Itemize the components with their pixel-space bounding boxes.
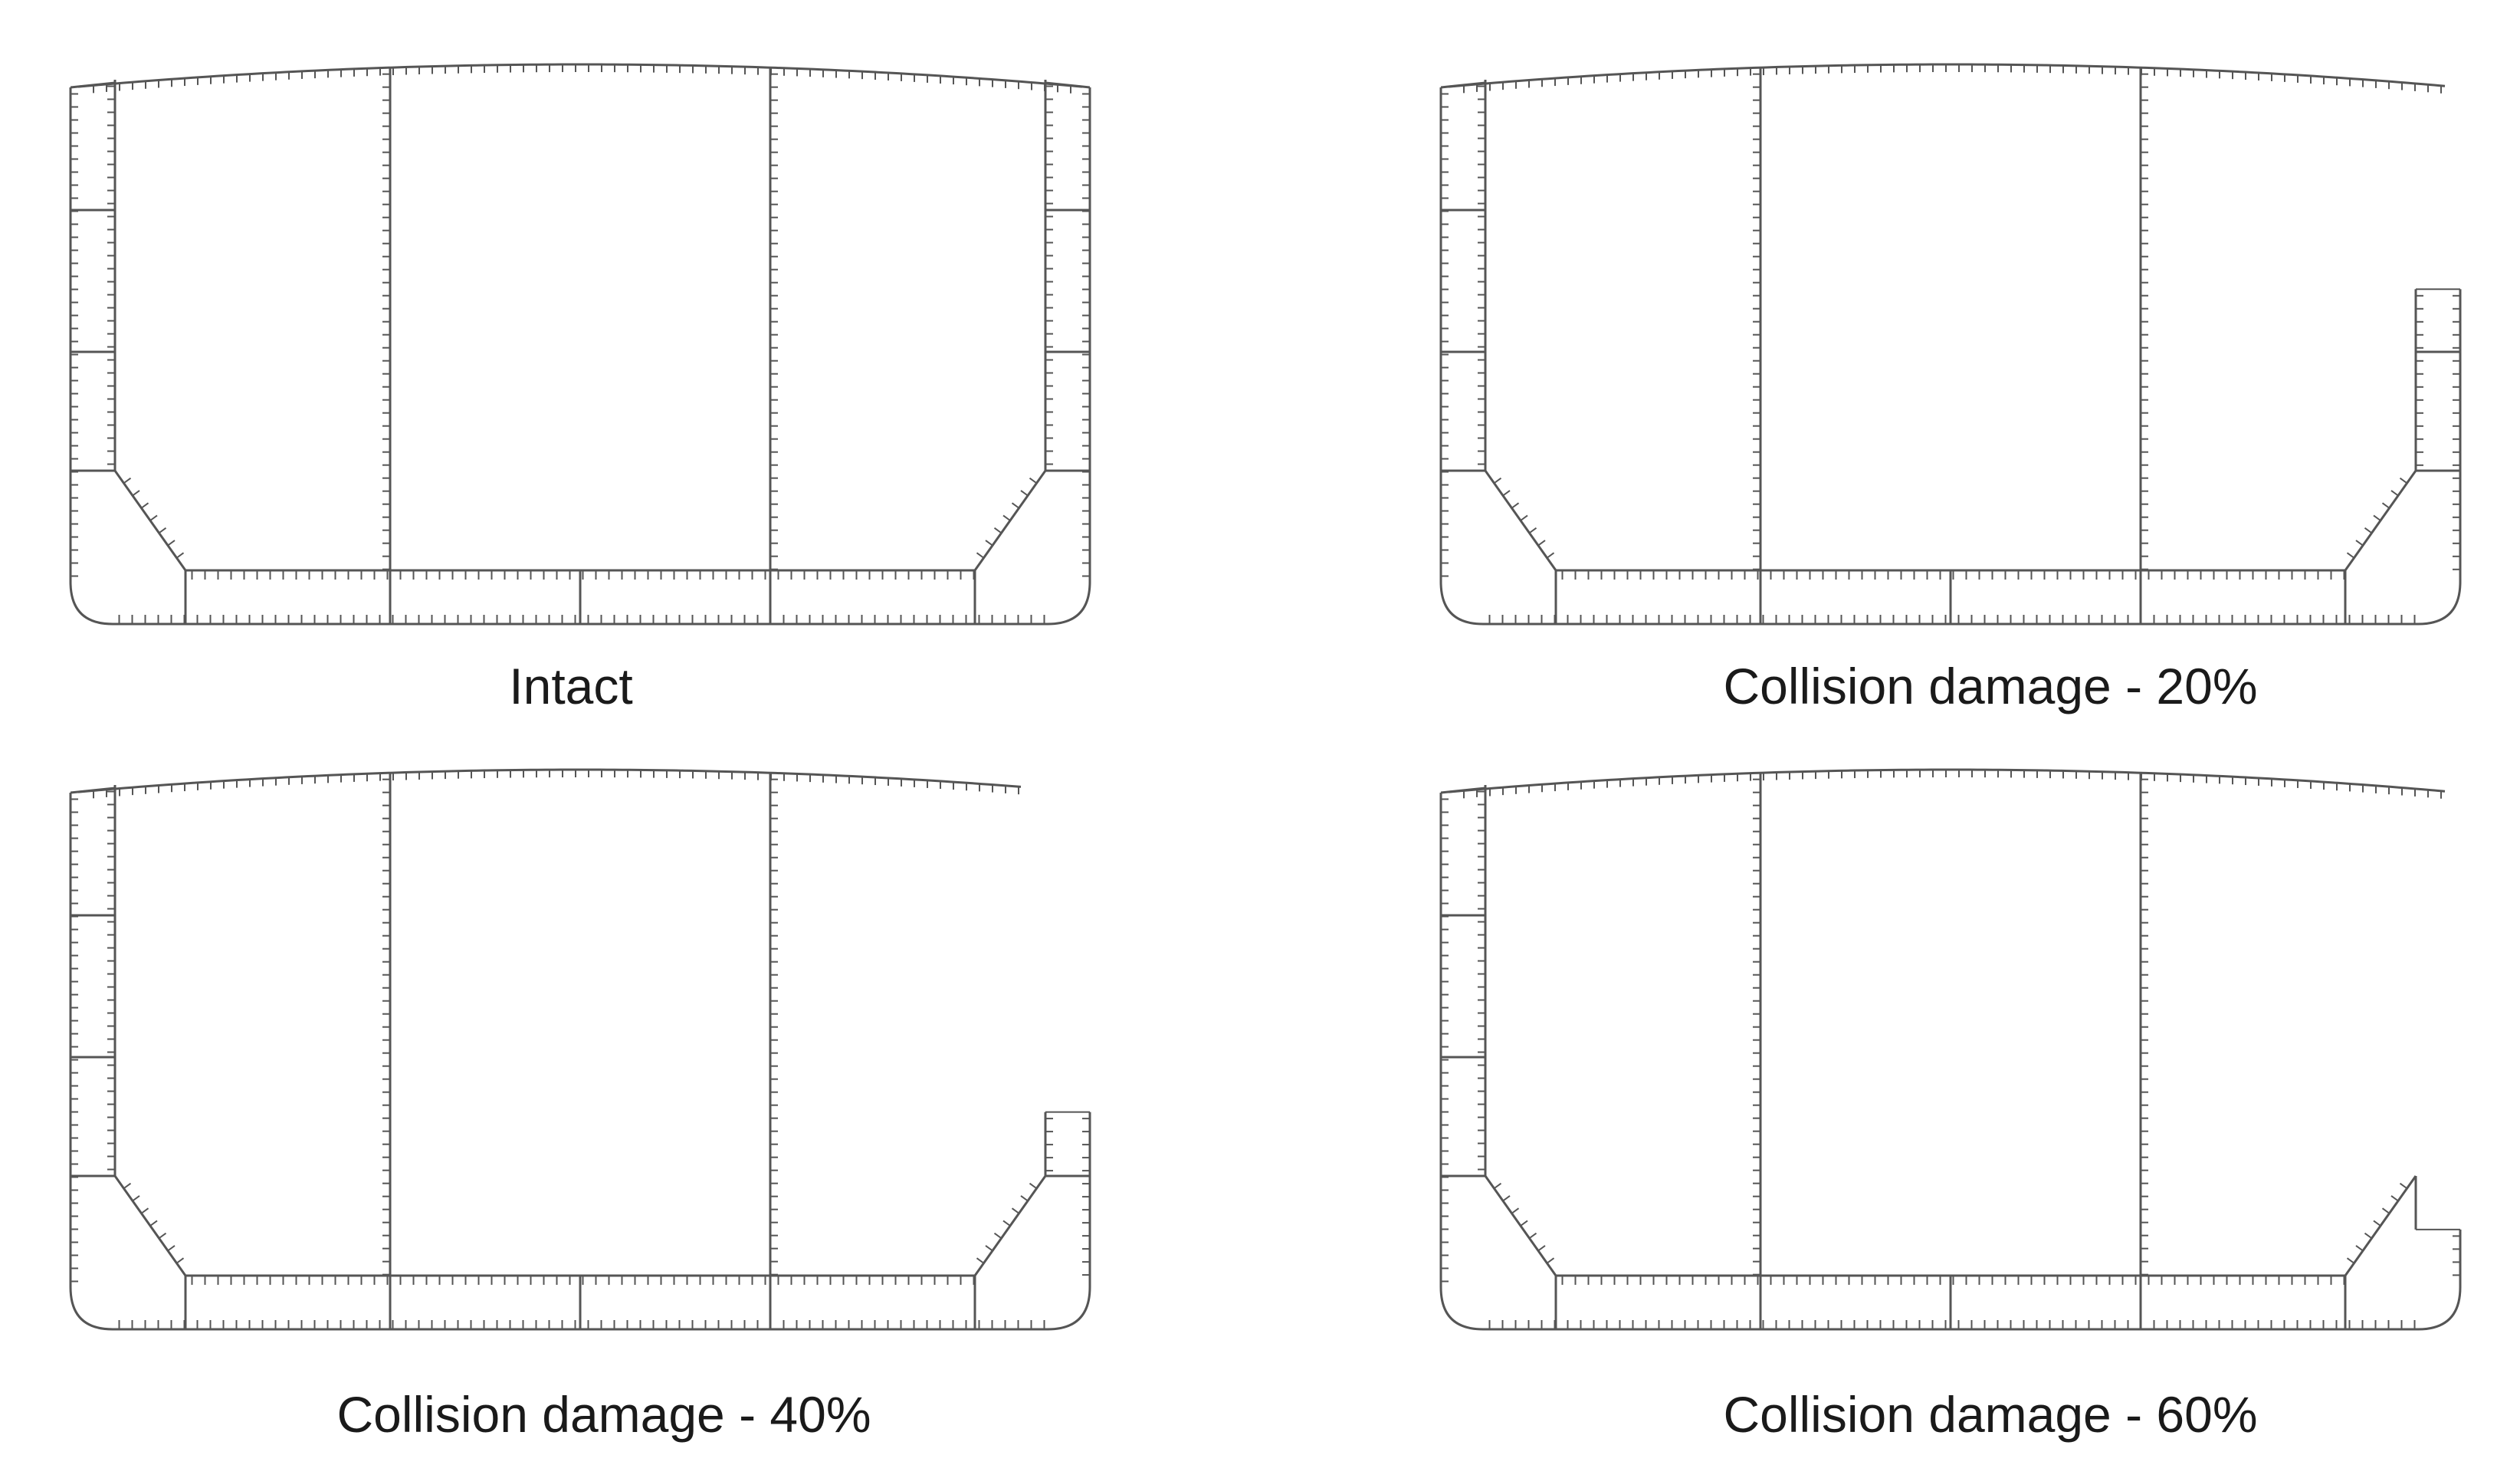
port-hopper-stiffener [1502,490,1511,497]
main-deck [1448,768,2446,793]
starboard-hopper-stiffener [1002,1220,1011,1227]
port-hopper-stiffener [123,1182,132,1190]
port-hopper-stiffener [1493,477,1502,484]
starboard-hopper-stiffener [2381,1207,2390,1214]
starboard-hopper-stiffener [2399,477,2408,484]
panel-damage-20: Collision damage - 20% [1439,63,2462,714]
starboard-hopper-stiffener [2355,1245,2364,1252]
starboard-hopper-stiffener [2373,514,2381,521]
port-hopper-stiffener [1520,514,1528,521]
port-hopper-stiffener [1511,502,1520,509]
starboard-hopper-stiffener [2373,1220,2381,1227]
starboard-hopper-stiffener [976,552,985,559]
port-hopper-stiffener [1546,552,1555,559]
port-hopper-stiffener [123,477,132,484]
starboard-hopper-stiffener [2355,540,2364,547]
caption-intact: Intact [509,658,632,714]
starboard-hopper-stiffener [985,1245,993,1252]
bilge-starboard [1047,1286,1091,1331]
hull-cross-section-damage-40 [69,768,1091,1331]
port-hopper-stiffener [132,490,140,497]
starboard-hopper-stiffener [1020,1195,1029,1202]
panel-damage-60: Collision damage - 60% [1439,768,2462,1443]
bilge-port [69,581,113,626]
starboard-hopper-stiffener [2390,1195,2399,1202]
starboard-hopper-stiffener [2381,502,2390,509]
starboard-hopper-stiffener [1011,502,1020,509]
starboard-hopper-stiffener [993,527,1002,534]
port-hopper-stiffener [176,552,185,559]
starboard-hopper-stiffener [2390,490,2399,497]
port-hopper-stiffener [1546,1257,1555,1264]
port-hopper-stiffener [1528,527,1537,534]
starboard-hopper-stiffener [985,540,993,547]
bilge-port [1439,1286,1484,1331]
starboard-hopper-stiffener [2346,1257,2355,1264]
port-hopper-stiffener [1528,1232,1537,1240]
port-hopper-stiffener [1502,1195,1511,1202]
caption-damage-60: Collision damage - 60% [1723,1386,2257,1443]
port-hopper-stiffener [176,1257,185,1264]
port-hopper-stiffener [1511,1207,1520,1214]
panel-damage-40: Collision damage - 40% [69,768,1091,1443]
caption-damage-20: Collision damage - 20% [1723,658,2257,714]
starboard-hopper-stiffener [1002,514,1011,521]
port-hopper-stiffener [158,527,167,534]
main-deck [1448,63,2446,88]
bilge-starboard [2417,1286,2462,1331]
bilge-port [69,1286,113,1331]
hull-cross-section-intact [69,63,1091,626]
bilge-starboard [2417,581,2462,626]
panel-intact: Intact [69,63,1091,714]
starboard-hopper-stiffener [1020,490,1029,497]
starboard-hopper-stiffener [2399,1182,2408,1190]
port-hopper-stiffener [149,1220,158,1227]
hull-cross-section-damage-60 [1439,768,2462,1331]
port-hopper-stiffener [1537,540,1546,547]
port-hopper-stiffener [1537,1245,1546,1252]
starboard-hopper-stiffener [2346,552,2355,559]
port-hopper-stiffener [1520,1220,1528,1227]
hull-cross-section-damage-20 [1439,63,2462,626]
port-hopper-stiffener [158,1232,167,1240]
main-deck [77,63,1083,88]
port-hopper-stiffener [140,1207,149,1214]
port-hopper-stiffener [149,514,158,521]
starboard-hopper-stiffener [993,1232,1002,1240]
port-hopper-stiffener [1493,1182,1502,1190]
port-hopper-stiffener [167,1245,176,1252]
caption-damage-40: Collision damage - 40% [336,1386,871,1443]
starboard-hopper-stiffener [1011,1207,1020,1214]
bilge-port [1439,581,1484,626]
port-hopper-stiffener [140,502,149,509]
starboard-hopper-stiffener [1029,1182,1038,1190]
bilge-starboard [1047,581,1091,626]
starboard-hopper-stiffener [976,1257,985,1264]
starboard-hopper-stiffener [2364,527,2373,534]
port-hopper-stiffener [167,540,176,547]
port-hopper-stiffener [132,1195,140,1202]
starboard-hopper-stiffener [2364,1232,2373,1240]
starboard-hopper-stiffener [1029,477,1038,484]
